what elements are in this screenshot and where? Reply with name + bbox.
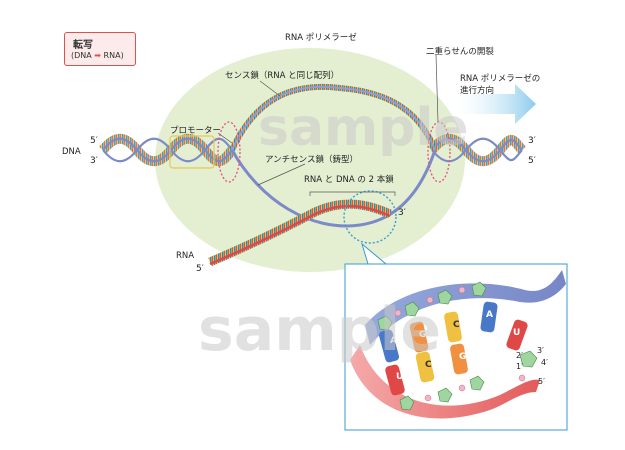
- rna-strand: [208, 199, 392, 267]
- inset-phosphates: [394, 286, 526, 402]
- dna-label: DNA: [62, 147, 81, 157]
- direction-arrow: [455, 84, 536, 124]
- promoter-region-circle: [217, 121, 241, 183]
- inset-4prime: 4′: [541, 358, 548, 367]
- inset-base-pairs: [378, 301, 528, 396]
- legend-left-label: (DNA: [71, 51, 92, 60]
- inset-pink-ribbon: [350, 345, 540, 419]
- rna-dna-hybrid-label: RNA と DNA の 2 本鎖: [304, 175, 394, 185]
- inset-base-7: U: [513, 328, 521, 338]
- rna-dna-hybrid-circle: [343, 190, 397, 244]
- inset-base-1: U: [396, 372, 404, 382]
- inset-base-5: G: [459, 352, 467, 362]
- antisense-strand: [230, 149, 437, 228]
- inset-blue-ribbon: [365, 270, 566, 345]
- dna-right-5prime: 5′: [528, 156, 536, 166]
- legend-right-label: RNA): [103, 51, 124, 60]
- dna-left-5prime: 5′: [90, 136, 98, 146]
- legend-subtitle: (DNA ➡ RNA): [71, 51, 124, 60]
- promoter-label: プロモーター: [170, 126, 222, 136]
- inset-5prime: 5′: [538, 377, 545, 386]
- unwinding-label: 二重らせんの開裂: [426, 47, 494, 57]
- dna-right-3prime: 3′: [528, 136, 536, 146]
- inset-2prime: 2′: [516, 351, 523, 360]
- inset-3prime: 3′: [537, 346, 544, 355]
- inset-1prime: 1′: [516, 362, 523, 371]
- unwinding-region-circle: [427, 121, 451, 183]
- inset-base-6: A: [486, 310, 493, 320]
- rna-label: RNA: [176, 251, 195, 261]
- sense-strand-label: センス鎖（RNA と同じ配列）: [225, 71, 340, 81]
- inset-base-0: A: [390, 336, 397, 346]
- legend-arrow-icon: ➡: [94, 51, 101, 60]
- inset-base-4: C: [453, 320, 460, 330]
- dna-left-3prime: 3′: [90, 156, 98, 166]
- legend-title: 転写: [73, 40, 93, 51]
- inset-sugars: [377, 281, 538, 411]
- rna-5prime: 5′: [196, 264, 204, 274]
- direction-label-line1: RNA ポリメラーゼの: [460, 74, 541, 84]
- promoter-box: [169, 135, 215, 169]
- inset-base-2: G: [419, 330, 427, 340]
- inset-base-3: C: [425, 360, 432, 370]
- polymerase-label: RNA ポリメラーゼ: [285, 33, 357, 43]
- antisense-strand-label: アンチセンス鎖（鋳型）: [265, 155, 358, 165]
- leader-lines: [217, 54, 439, 196]
- rna-3prime: 3′: [398, 208, 406, 218]
- sense-strand: [229, 83, 438, 152]
- direction-label-line2: 進行方向: [460, 86, 495, 96]
- transcription-legend: 転写 (DNA ➡ RNA): [64, 32, 136, 66]
